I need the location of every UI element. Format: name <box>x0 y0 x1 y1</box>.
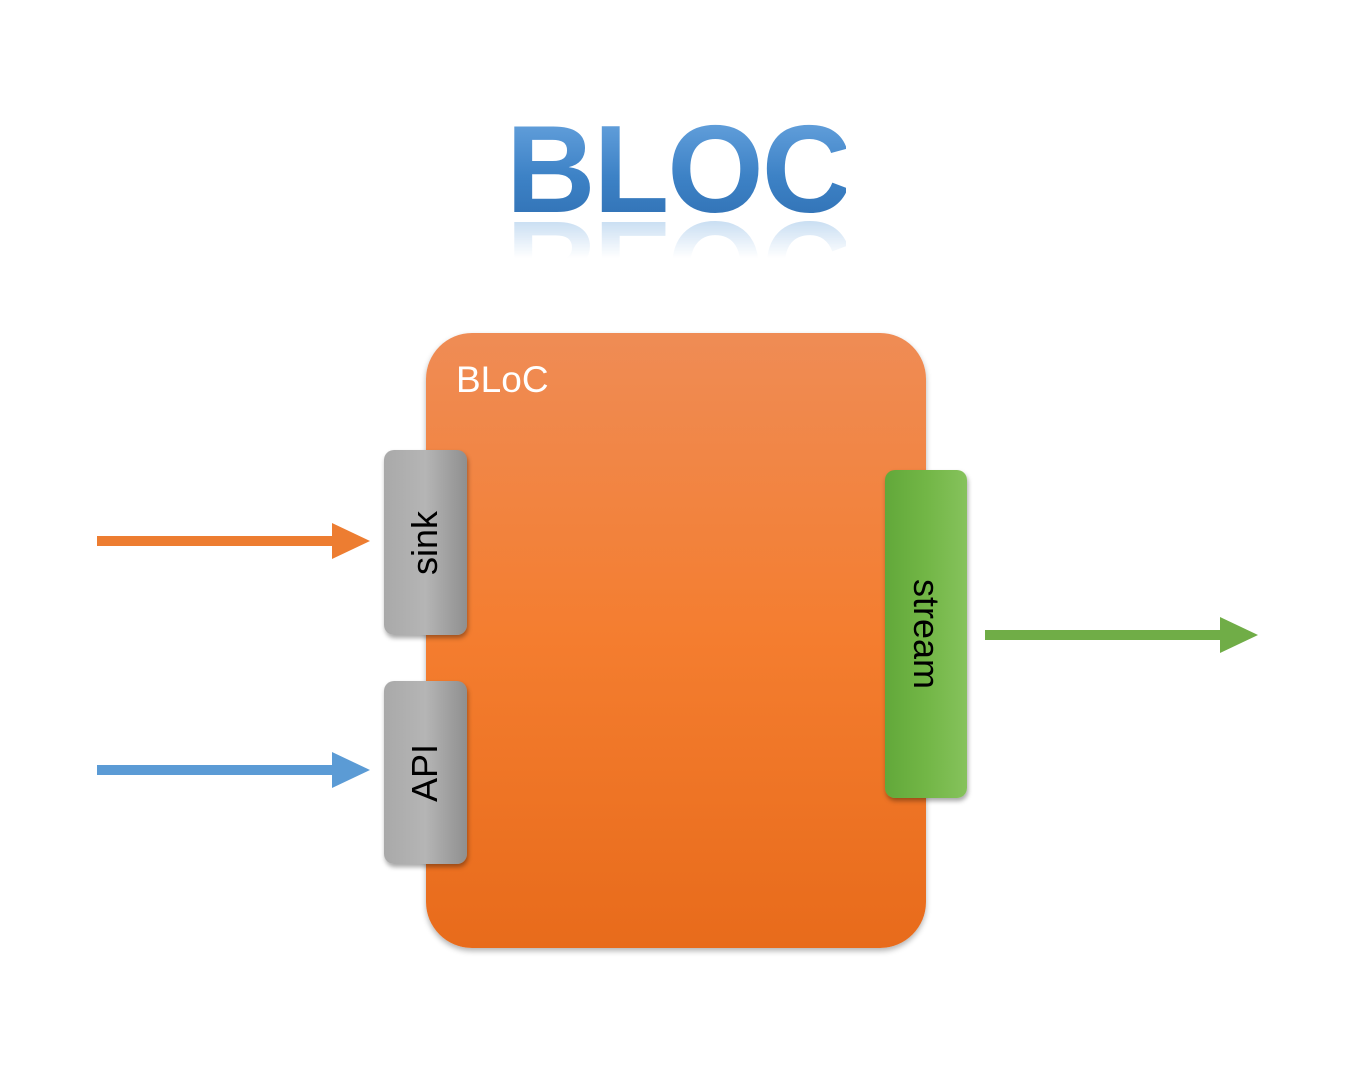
stream-tab: stream <box>885 470 967 798</box>
stream-output-arrow <box>985 617 1258 653</box>
title-reflection: BLOC <box>506 195 850 333</box>
title-logo: BLOC <box>506 101 851 239</box>
stream-label: stream <box>906 578 947 690</box>
bloc-box: BLoC <box>426 333 926 948</box>
api-input-arrow <box>97 752 370 788</box>
bloc-box-label: BLoC <box>456 359 549 400</box>
api-label: API <box>404 743 446 802</box>
api-tab: API <box>384 681 467 864</box>
sink-input-arrow <box>97 523 370 559</box>
sink-tab: sink <box>384 450 467 635</box>
sink-label: sink <box>404 510 446 575</box>
